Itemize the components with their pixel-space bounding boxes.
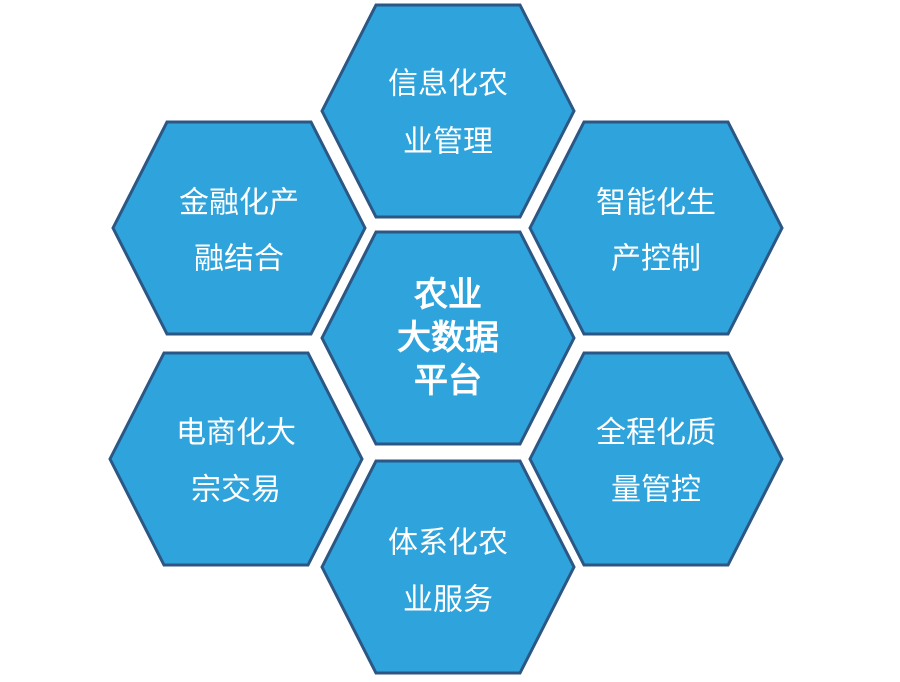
hex-lower-right-shape [528,351,784,567]
hex-upper-right-line-2: 产控制 [611,242,701,277]
hex-upper-right: 智能化生 产控制 [528,120,784,336]
hex-lower-left: 电商化大 宗交易 [108,351,364,567]
hex-lower-right: 全程化质 量管控 [528,351,784,567]
hex-upper-right-shape [528,120,784,336]
hex-lower-right-line-2: 量管控 [611,473,701,508]
hex-lower-right-line-1: 全程化质 [596,416,716,451]
hex-bottom-line-1: 体系化农 [388,526,508,561]
hex-bottom-line-2: 业服务 [403,583,493,618]
center-line-3: 平台 [414,361,482,401]
hex-center-shape [320,230,576,446]
hex-upper-left-line-2: 融结合 [194,242,284,277]
hex-top-line-2: 业管理 [403,125,493,160]
hex-bottom: 体系化农 业服务 [320,459,576,675]
hex-top-line-1: 信息化农 [388,67,508,102]
hex-bottom-shape [320,459,576,675]
hex-upper-left: 金融化产 融结合 [111,120,367,336]
hex-top-shape [320,3,576,219]
center-line-2: 大数据 [397,318,499,358]
hex-lower-left-shape [108,351,364,567]
hex-top: 信息化农 业管理 [320,3,576,219]
hex-upper-right-line-1: 智能化生 [596,186,716,221]
hex-lower-left-line-2: 宗交易 [191,473,281,508]
hex-upper-left-line-1: 金融化产 [179,186,299,221]
hex-lower-left-line-1: 电商化大 [176,416,296,451]
hex-upper-left-shape [111,120,367,336]
hex-center: 农业 大数据 平台 [320,230,576,446]
center-line-1: 农业 [414,275,482,315]
